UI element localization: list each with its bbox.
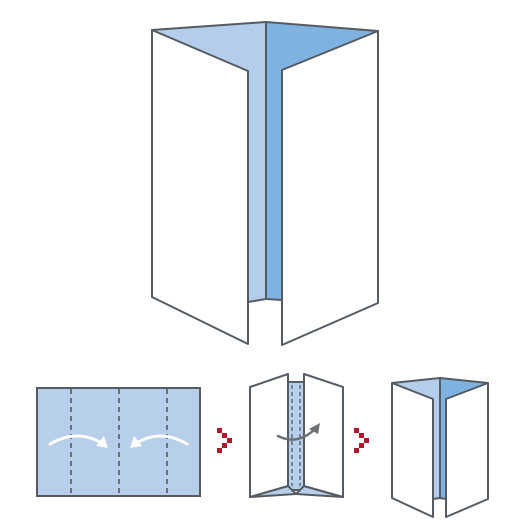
- step-partially-folded: [249, 373, 344, 498]
- center-panel: [287, 381, 305, 491]
- chevron-right-icon: [354, 428, 369, 453]
- left-flap: [249, 373, 289, 498]
- curved-arrow-right-icon: [276, 423, 320, 441]
- curved-arrow-right-icon: [48, 434, 108, 448]
- left-flap: [391, 382, 434, 518]
- right-flap: [303, 373, 344, 498]
- large-gatefold-illustration: [151, 21, 379, 346]
- curved-arrow-left-icon: [130, 434, 189, 448]
- step-flat-sheet: [36, 387, 201, 497]
- left-flap: [151, 29, 249, 345]
- right-flap: [445, 382, 489, 518]
- step-fully-folded: [391, 377, 489, 518]
- chevron-right-icon: [217, 428, 232, 453]
- right-flap: [281, 30, 379, 346]
- flat-sheet: [36, 387, 201, 497]
